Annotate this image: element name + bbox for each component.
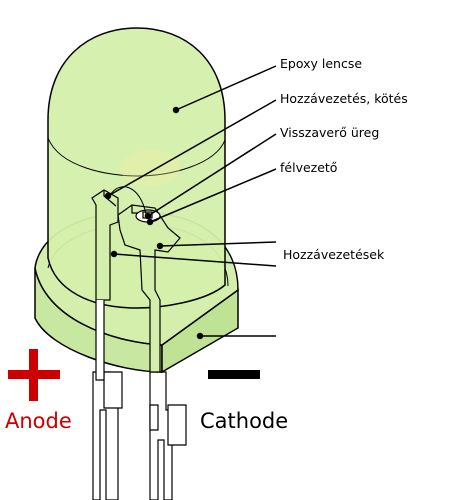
- minus-sign-icon: [208, 370, 260, 379]
- label-leads: Hozzávezetések: [283, 247, 385, 262]
- anode-lead: [92, 371, 123, 500]
- cathode-label: Cathode: [200, 409, 289, 433]
- epoxy-dome: [47, 27, 226, 309]
- label-epoxy-lens: Epoxy lencse: [280, 56, 363, 71]
- bond-wire: [109, 186, 147, 215]
- label-wire-bond: Hozzávezetés, kötés: [280, 91, 408, 106]
- label-semiconductor: félvezető: [280, 160, 338, 175]
- leader-lines: [104, 65, 277, 340]
- cathode-lead: [149, 371, 187, 500]
- label-reflector-cavity: Visszaverő üreg: [280, 125, 380, 140]
- internal-leads: [91, 186, 181, 381]
- plus-sign-icon: [8, 349, 60, 401]
- anode-label: Anode: [5, 409, 72, 433]
